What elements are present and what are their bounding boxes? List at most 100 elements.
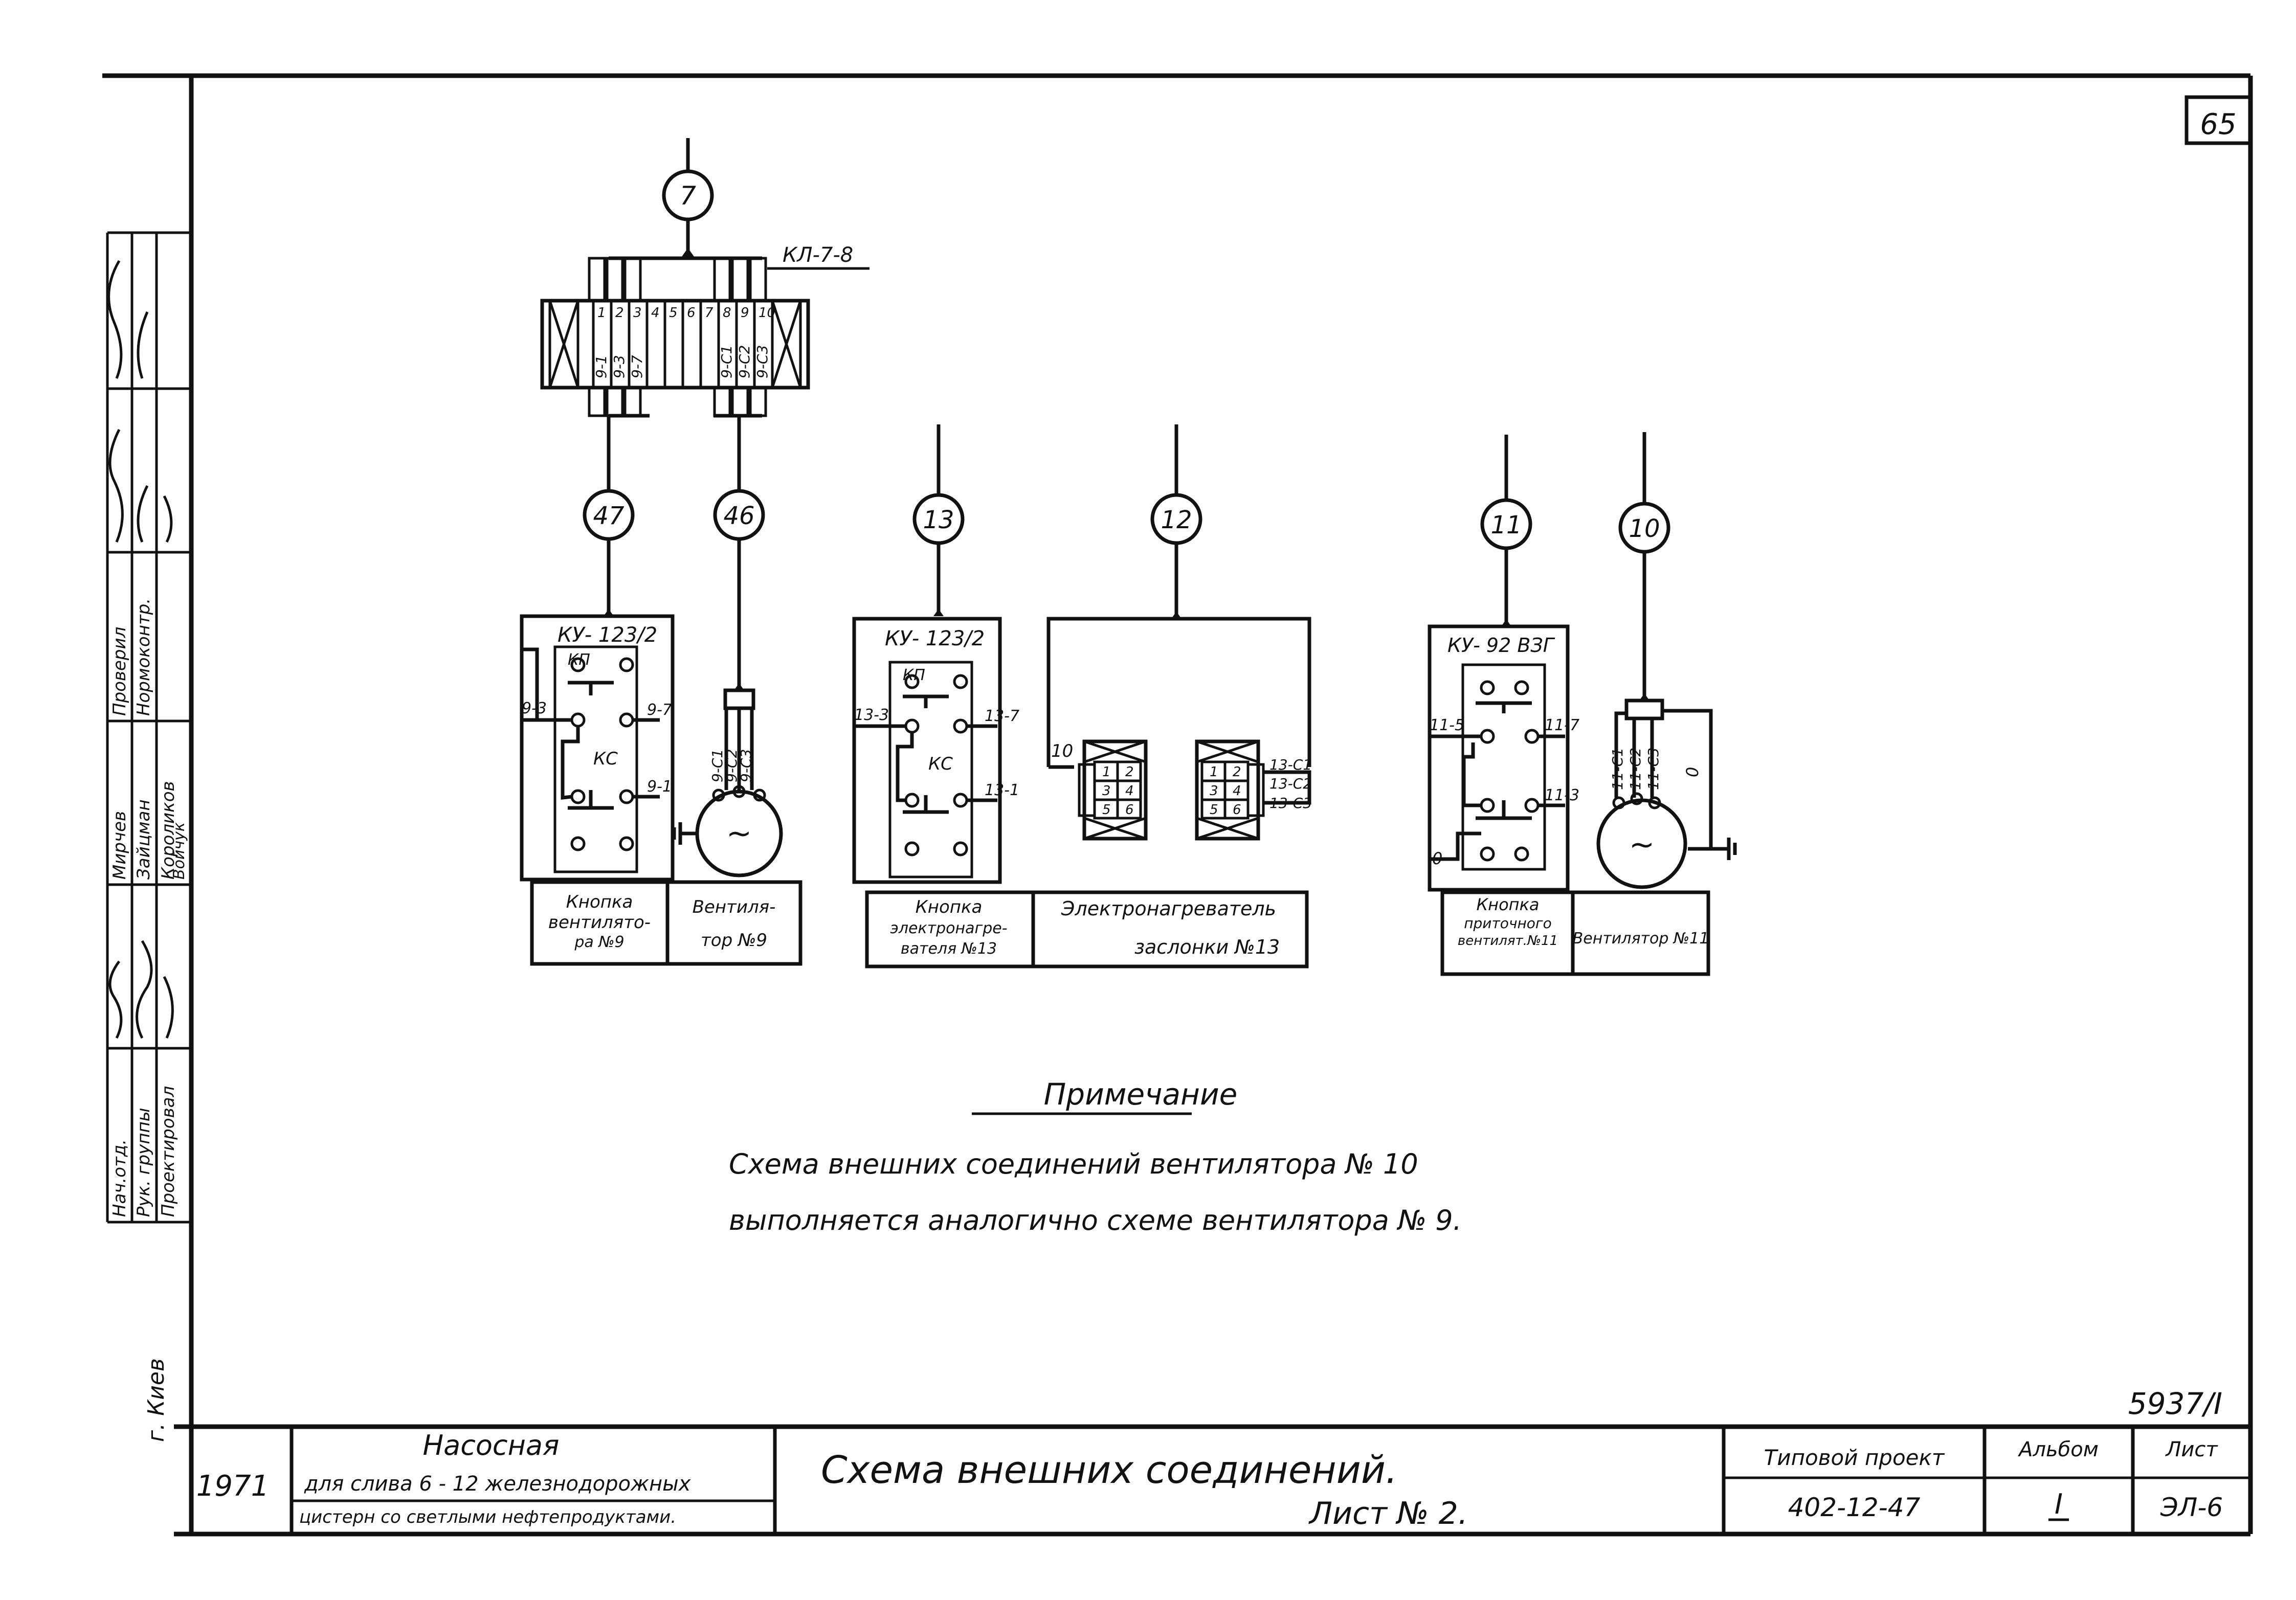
g2-heater-right-cell: 5 [1210, 802, 1218, 818]
g2-heater-left-cell: 1 [1102, 764, 1111, 780]
terminal-block-label: КЛ-7-8 [783, 243, 853, 267]
g2-heater-right-cell: 4 [1233, 783, 1241, 799]
terminal-wire: 9-C3 [754, 345, 771, 378]
g2-kp: КП [903, 666, 925, 684]
g3-l-top: 11-5 [1430, 716, 1464, 734]
g3-r-bot: 11-3 [1545, 786, 1579, 804]
stamp-check-2: Нормоконтр. [133, 598, 154, 716]
note-title: Примечание [1044, 1077, 1238, 1112]
g2-l-top: 13-3 [854, 706, 889, 724]
cable-10-label: 10 [1629, 514, 1660, 543]
g2-caption-left: Кнопка [916, 897, 983, 917]
drawing-title: Схема внешних соединений. [821, 1448, 1397, 1492]
cable-47-label: 47 [593, 502, 625, 530]
g1-device: КУ- 123/2 [558, 623, 657, 647]
stamp-name-4: Войчук [170, 822, 188, 880]
group-fan-9 [520, 416, 803, 966]
terminal-number: 5 [669, 305, 678, 321]
g1-caption-right: тор №9 [701, 930, 767, 951]
title-block [289, 1427, 2250, 1534]
project-label: Типовой проект [1764, 1445, 1945, 1470]
album-label: Альбом [2017, 1438, 2099, 1461]
stamp-name-3: Короликов [158, 781, 179, 880]
side-stamp: Нач.отд. Рук. группы Проектировал Мирчев… [106, 231, 191, 1442]
terminal-number: 1 [597, 305, 606, 321]
terminal-numbers: 1 2 3 4 5 6 7 8 9 10 [597, 305, 775, 321]
g1-motor-symbol: ~ [726, 816, 752, 851]
terminal-block-kl-7-8 [540, 257, 870, 418]
g3-device: КУ- 92 ВЗГ [1447, 634, 1555, 657]
g2-heater-right-cell: 1 [1210, 764, 1218, 780]
terminal-wire: 9-C2 [736, 345, 753, 378]
terminal-number: 7 [705, 305, 714, 321]
g1-kp: КП [568, 651, 590, 669]
g2-heater-left-cell: 6 [1125, 802, 1134, 818]
cable-13-label: 13 [923, 506, 954, 534]
object-line-1: для слива 6 - 12 железнодорожных [304, 1472, 691, 1496]
g1-caption-right: Вентиля- [693, 897, 776, 917]
g2-heater-wire: 13-C2 [1269, 775, 1312, 792]
g2-heater-left-cell: 4 [1125, 783, 1134, 799]
stamp-name-2: Зайцман [133, 799, 154, 880]
cable-7-label: 7 [680, 181, 696, 211]
g3-caption-right: Вентилятор №11 [1573, 930, 1709, 948]
terminal-wire: 9-1 [593, 355, 610, 378]
g2-caption-left: электронагре- [890, 919, 1007, 937]
stamp-city: г. Киев [143, 1358, 169, 1442]
object-title: Насосная [423, 1429, 560, 1461]
cable-12-label: 12 [1161, 506, 1192, 534]
g1-l-top: 9-3 [522, 700, 547, 717]
terminal-number: 6 [687, 305, 696, 321]
sheet-label: Лист [2165, 1438, 2218, 1461]
year: 1971 [196, 1470, 270, 1503]
g2-heater-wire: 13-C3 [1269, 795, 1312, 812]
note-line-1: Схема внешних соединений вентилятора № 1… [729, 1148, 1418, 1180]
g2-ks: КС [928, 754, 953, 774]
terminal-number: 4 [651, 305, 660, 321]
g3-motor-symbol: ~ [1629, 827, 1655, 863]
terminal-wires: 9-1 9-3 9-7 9-C1 9-C2 9-C3 [593, 345, 771, 378]
g3-l-bot: 0 [1432, 849, 1442, 868]
stamp-role-1: Нач.отд. [109, 1139, 130, 1217]
g1-motor-wire: 9-C3 [738, 749, 754, 782]
g1-r-top: 9-7 [647, 701, 672, 719]
g1-caption-left: вентилято- [548, 912, 651, 933]
sheet-number: 65 [2200, 108, 2236, 141]
g2-r-bot: 13-1 [985, 781, 1019, 799]
g1-ks: КС [593, 749, 618, 769]
terminal-number: 3 [633, 305, 642, 321]
g2-heater-left-cell: 2 [1125, 764, 1134, 780]
g1-motor-wire: 9-C2 [723, 749, 740, 782]
g2-heater-wire: 13-C1 [1269, 756, 1312, 773]
g1-caption-left: Кнопка [566, 892, 633, 912]
g3-caption-left: вентилят.№11 [1458, 933, 1558, 949]
terminal-number: 10 [759, 305, 775, 321]
g1-motor-wire: 9-C1 [709, 749, 726, 782]
terminal-number: 2 [615, 305, 624, 321]
sheet-value: ЭЛ-6 [2160, 1493, 2223, 1522]
g1-caption-left: ра №9 [574, 933, 624, 951]
terminal-wire: 9-3 [611, 355, 628, 378]
stamp-name-1: Мирчев [109, 811, 130, 880]
g3-motor-wire: 11-C3 [1645, 748, 1662, 790]
g2-caption-left: вателя №13 [901, 940, 997, 958]
project-number: 402-12-47 [1788, 1493, 1921, 1522]
doc-code: 5937/I [2128, 1386, 2222, 1421]
stamp-role-2: Рук. группы [133, 1108, 154, 1217]
g3-r-top: 11-7 [1545, 716, 1579, 734]
g2-heater-right-cell: 3 [1210, 783, 1218, 799]
g2-heater-left-cell: 3 [1102, 783, 1111, 799]
g1-r-bot: 9-1 [647, 778, 672, 796]
cable-46-label: 46 [723, 502, 754, 530]
g2-heater-right-cell: 2 [1233, 764, 1241, 780]
g2-heater-left-cell: 5 [1102, 802, 1111, 818]
terminal-number: 9 [741, 305, 749, 321]
g2-heater-right-cell: 6 [1233, 802, 1241, 818]
g2-r-top: 13-7 [985, 707, 1019, 725]
g2-caption-right: заслонки №13 [1134, 936, 1280, 958]
album-value: I [2055, 1488, 2063, 1520]
g3-caption-left: приточного [1464, 915, 1552, 932]
drawing-sheet: Лист № 2. [1308, 1496, 1468, 1531]
stamp-role-3: Проектировал [158, 1086, 179, 1217]
